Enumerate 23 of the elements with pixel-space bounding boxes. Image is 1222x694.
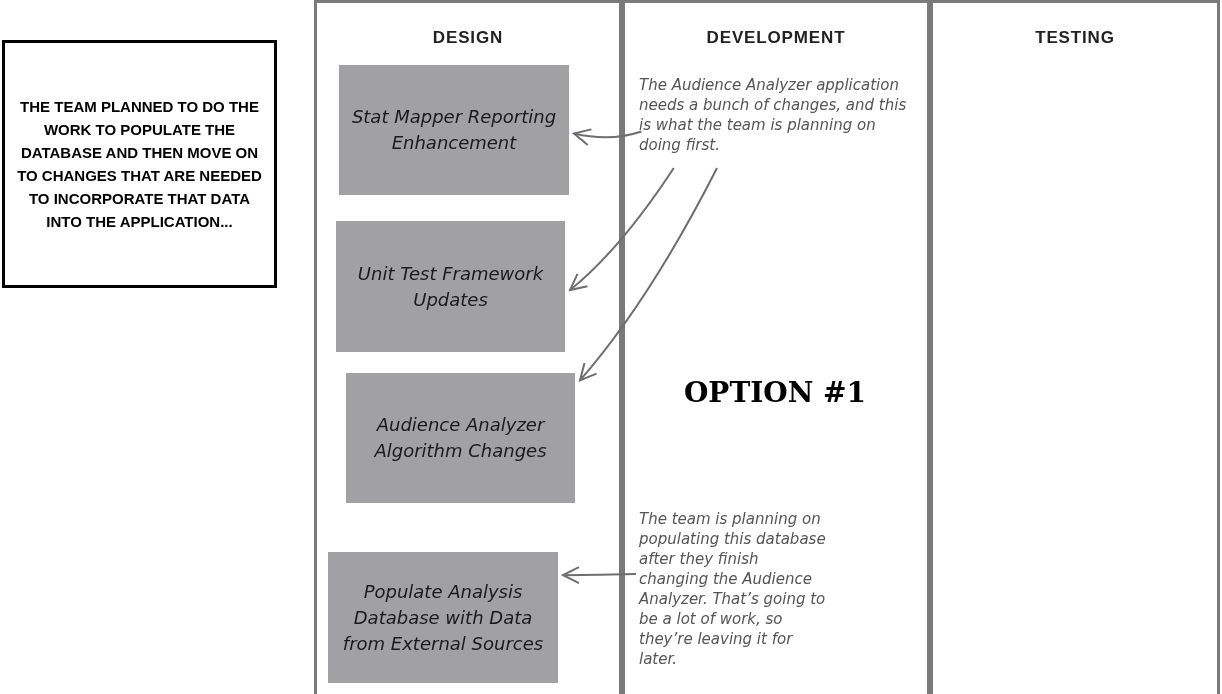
task-card (336, 221, 565, 352)
arrow (573, 128, 643, 146)
arrow (562, 566, 637, 585)
swimlane-column (314, 0, 622, 694)
annotation-text: The team is planning on populating this database after they finish changing the Audience Analyzer. That’s going to be a lot of work, so they’re leaving it for later. (639, 509, 827, 669)
lane-heading: DEVELOPMENT (705, 27, 847, 49)
lane-heading: TESTING (1034, 27, 1116, 49)
callout-box (2, 40, 277, 288)
task-card (328, 552, 558, 683)
task-card (339, 65, 569, 195)
swimlane-column (930, 0, 1220, 694)
task-label: Unit Test Framework Updates (356, 261, 545, 312)
task-card (346, 373, 575, 503)
callout-text: THE TEAM PLANNED TO DO THE WORK TO POPULATE THE DATABASE AND THEN MOVE ON TO CHANGES THAT ARE NEEDED TO INCORPORATE THAT DATA INTO THE APPLICATION... (16, 97, 263, 232)
lane-heading: DESIGN (431, 27, 505, 49)
arrow (569, 167, 675, 292)
arrow (579, 167, 718, 382)
task-label: Audience Analyzer Algorithm Changes (372, 413, 548, 463)
task-label: Populate Analysis Database with Data from External Sources (341, 579, 545, 656)
swimlane-column (622, 0, 930, 694)
annotation-text: The Audience Analyzer application needs a bunch of changes, and this is what the team is planning on doing first. (639, 75, 908, 155)
task-label: Stat Mapper Reporting Enhancement (351, 105, 557, 155)
option-heading: OPTION #1 (682, 375, 868, 411)
